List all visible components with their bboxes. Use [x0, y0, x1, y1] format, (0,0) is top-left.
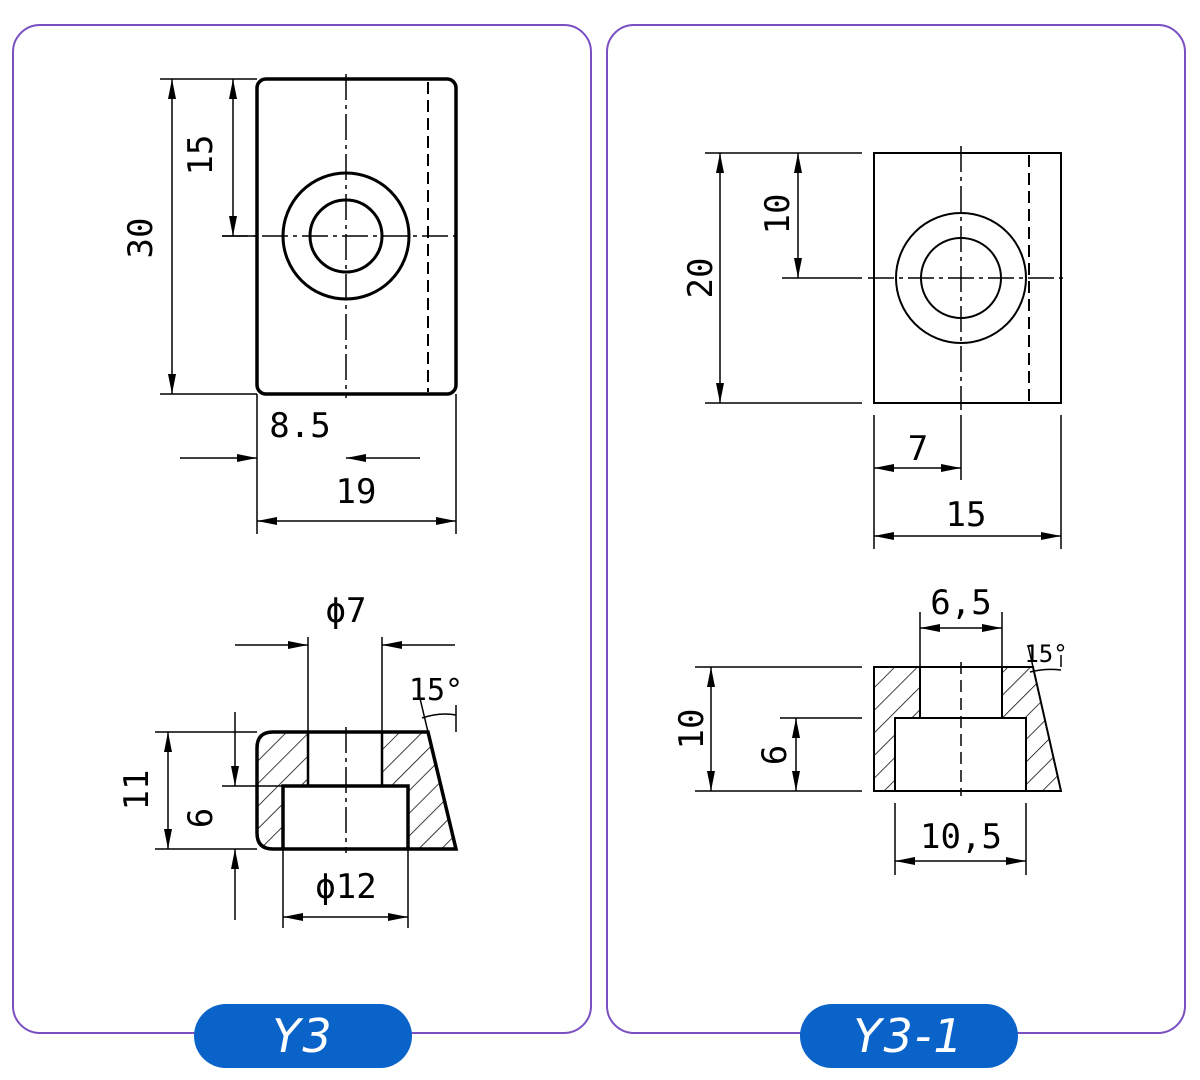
y3-1-section-view: [873, 662, 1063, 796]
y3-section-view: [255, 727, 459, 853]
y3-height-total-label: 30: [121, 218, 161, 259]
y3-1-front-view: [868, 146, 1066, 410]
y3-1-height-half-label: 10: [758, 194, 798, 235]
y3-front-view: [222, 74, 460, 398]
y3-height-half-label: 15: [181, 135, 221, 176]
y3-bore-small-label: ϕ7: [326, 591, 367, 631]
y3-bore-large-label: ϕ12: [315, 867, 376, 907]
y3-front-dimensions: [160, 78, 457, 534]
y3-1-front-dimensions: [705, 152, 1062, 549]
y3-1-bore-large-label: 10,5: [920, 817, 1002, 857]
y3-width-label: 19: [336, 472, 377, 512]
y3-counterbore-depth-label: 6: [181, 808, 221, 828]
y3-offset-label: 8.5: [269, 406, 330, 446]
y3-1-counterbore-depth-label: 6: [755, 745, 795, 765]
y3-1-section-dimensions: [695, 612, 1062, 875]
y3-1-offset-label: 7: [908, 429, 928, 469]
panel-y3-1: [606, 24, 1186, 1034]
label-badge-y3-1: Y3-1: [800, 1004, 1018, 1068]
y3-section-height-label: 11: [117, 770, 157, 811]
y3-section-dimensions: [155, 637, 457, 928]
y3-1-angle-label: 15°: [1024, 640, 1067, 668]
y3-1-bore-small-label: 6,5: [930, 583, 991, 623]
y3-1-section-height-label: 10: [672, 709, 712, 750]
y3-1-width-label: 15: [946, 495, 987, 535]
label-badge-y3: Y3: [194, 1004, 412, 1068]
y3-angle-label: 15°: [409, 673, 463, 708]
y3-1-height-total-label: 20: [681, 258, 721, 299]
